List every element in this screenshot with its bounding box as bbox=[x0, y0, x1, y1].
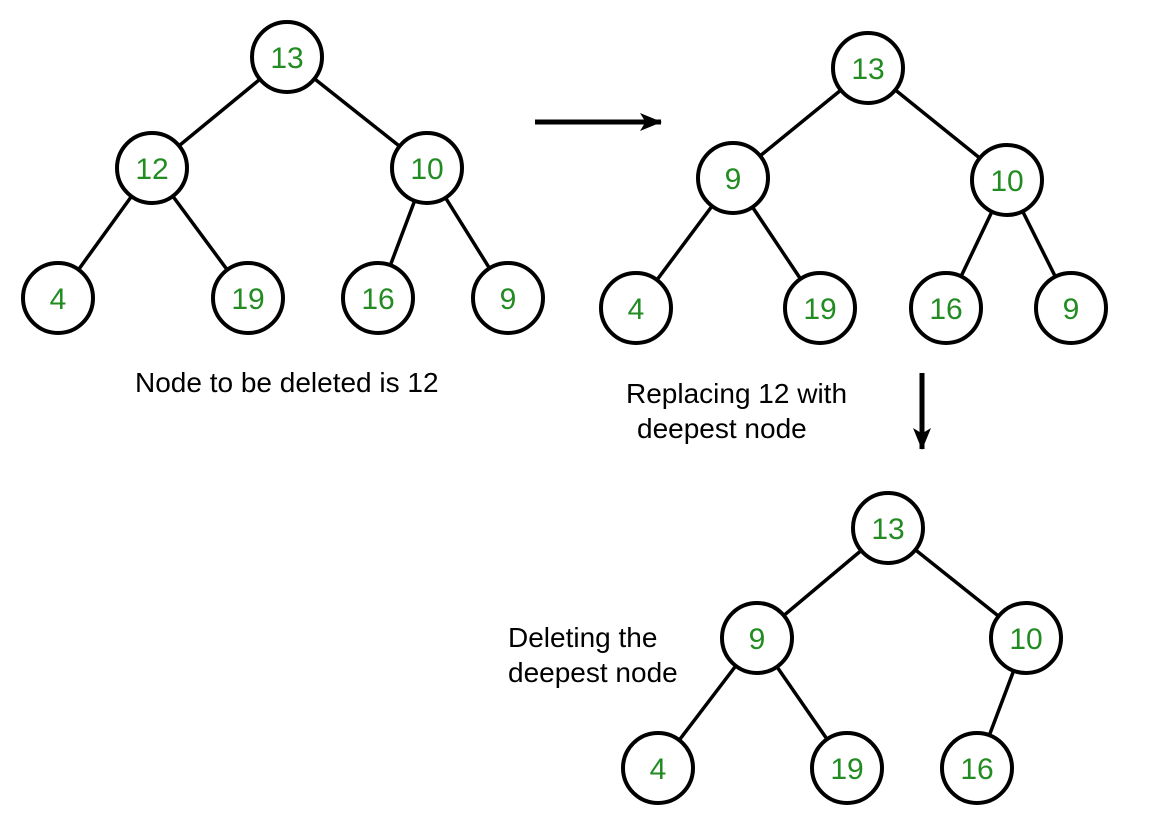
tree-node-label: 9 bbox=[1063, 293, 1080, 326]
tree-node-circle bbox=[989, 601, 1063, 675]
tree-node-circle bbox=[621, 731, 695, 805]
tree-node-label: 13 bbox=[851, 53, 884, 86]
tree-node-circle bbox=[940, 731, 1014, 805]
tree-node-circle bbox=[211, 261, 285, 335]
tree-caption: Node to be deleted is 12 bbox=[135, 367, 439, 398]
tree-caption: Replacing 12 with bbox=[626, 378, 847, 409]
tree-node-circle bbox=[115, 131, 189, 205]
tree-node-circle bbox=[851, 491, 925, 565]
tree-node-label: 10 bbox=[410, 153, 443, 186]
tree-node-circle bbox=[810, 731, 884, 805]
tree-node-label: 12 bbox=[135, 153, 168, 186]
tree-node-circle bbox=[970, 143, 1044, 217]
tree-node-circle bbox=[21, 261, 95, 335]
tree-node-circle bbox=[341, 261, 415, 335]
tree-node-circle bbox=[720, 601, 794, 675]
tree-node-label: 9 bbox=[500, 283, 517, 316]
tree-node-label: 9 bbox=[725, 163, 742, 196]
tree-node-circle bbox=[471, 261, 545, 335]
tree-node-circle bbox=[831, 31, 905, 105]
tree-node-circle bbox=[390, 131, 464, 205]
tree-node-label: 19 bbox=[830, 753, 863, 786]
tree-node-label: 10 bbox=[990, 165, 1023, 198]
tree-node-label: 10 bbox=[1009, 623, 1042, 656]
tree-caption: Deleting the bbox=[508, 622, 657, 653]
tree-node-circle bbox=[696, 141, 770, 215]
tree-node-label: 16 bbox=[361, 283, 394, 316]
tree-caption: deepest node bbox=[637, 413, 807, 444]
tree-node-label: 16 bbox=[960, 753, 993, 786]
tree-node-label: 4 bbox=[628, 293, 645, 326]
tree-node-label: 9 bbox=[749, 623, 766, 656]
tree-node-circle bbox=[1034, 271, 1108, 345]
tree-node-circle bbox=[599, 271, 673, 345]
tree-node-label: 13 bbox=[270, 42, 303, 75]
tree-node-label: 4 bbox=[650, 753, 667, 786]
tree-caption: deepest node bbox=[508, 657, 678, 688]
tree-node-circle bbox=[783, 271, 857, 345]
tree-node-circle bbox=[909, 271, 983, 345]
tree-node-label: 19 bbox=[803, 293, 836, 326]
tree-node-label: 13 bbox=[871, 513, 904, 546]
tree-node-label: 19 bbox=[231, 283, 264, 316]
tree-node-label: 16 bbox=[929, 293, 962, 326]
tree-node-label: 4 bbox=[50, 283, 67, 316]
tree-node-circle bbox=[250, 20, 324, 94]
